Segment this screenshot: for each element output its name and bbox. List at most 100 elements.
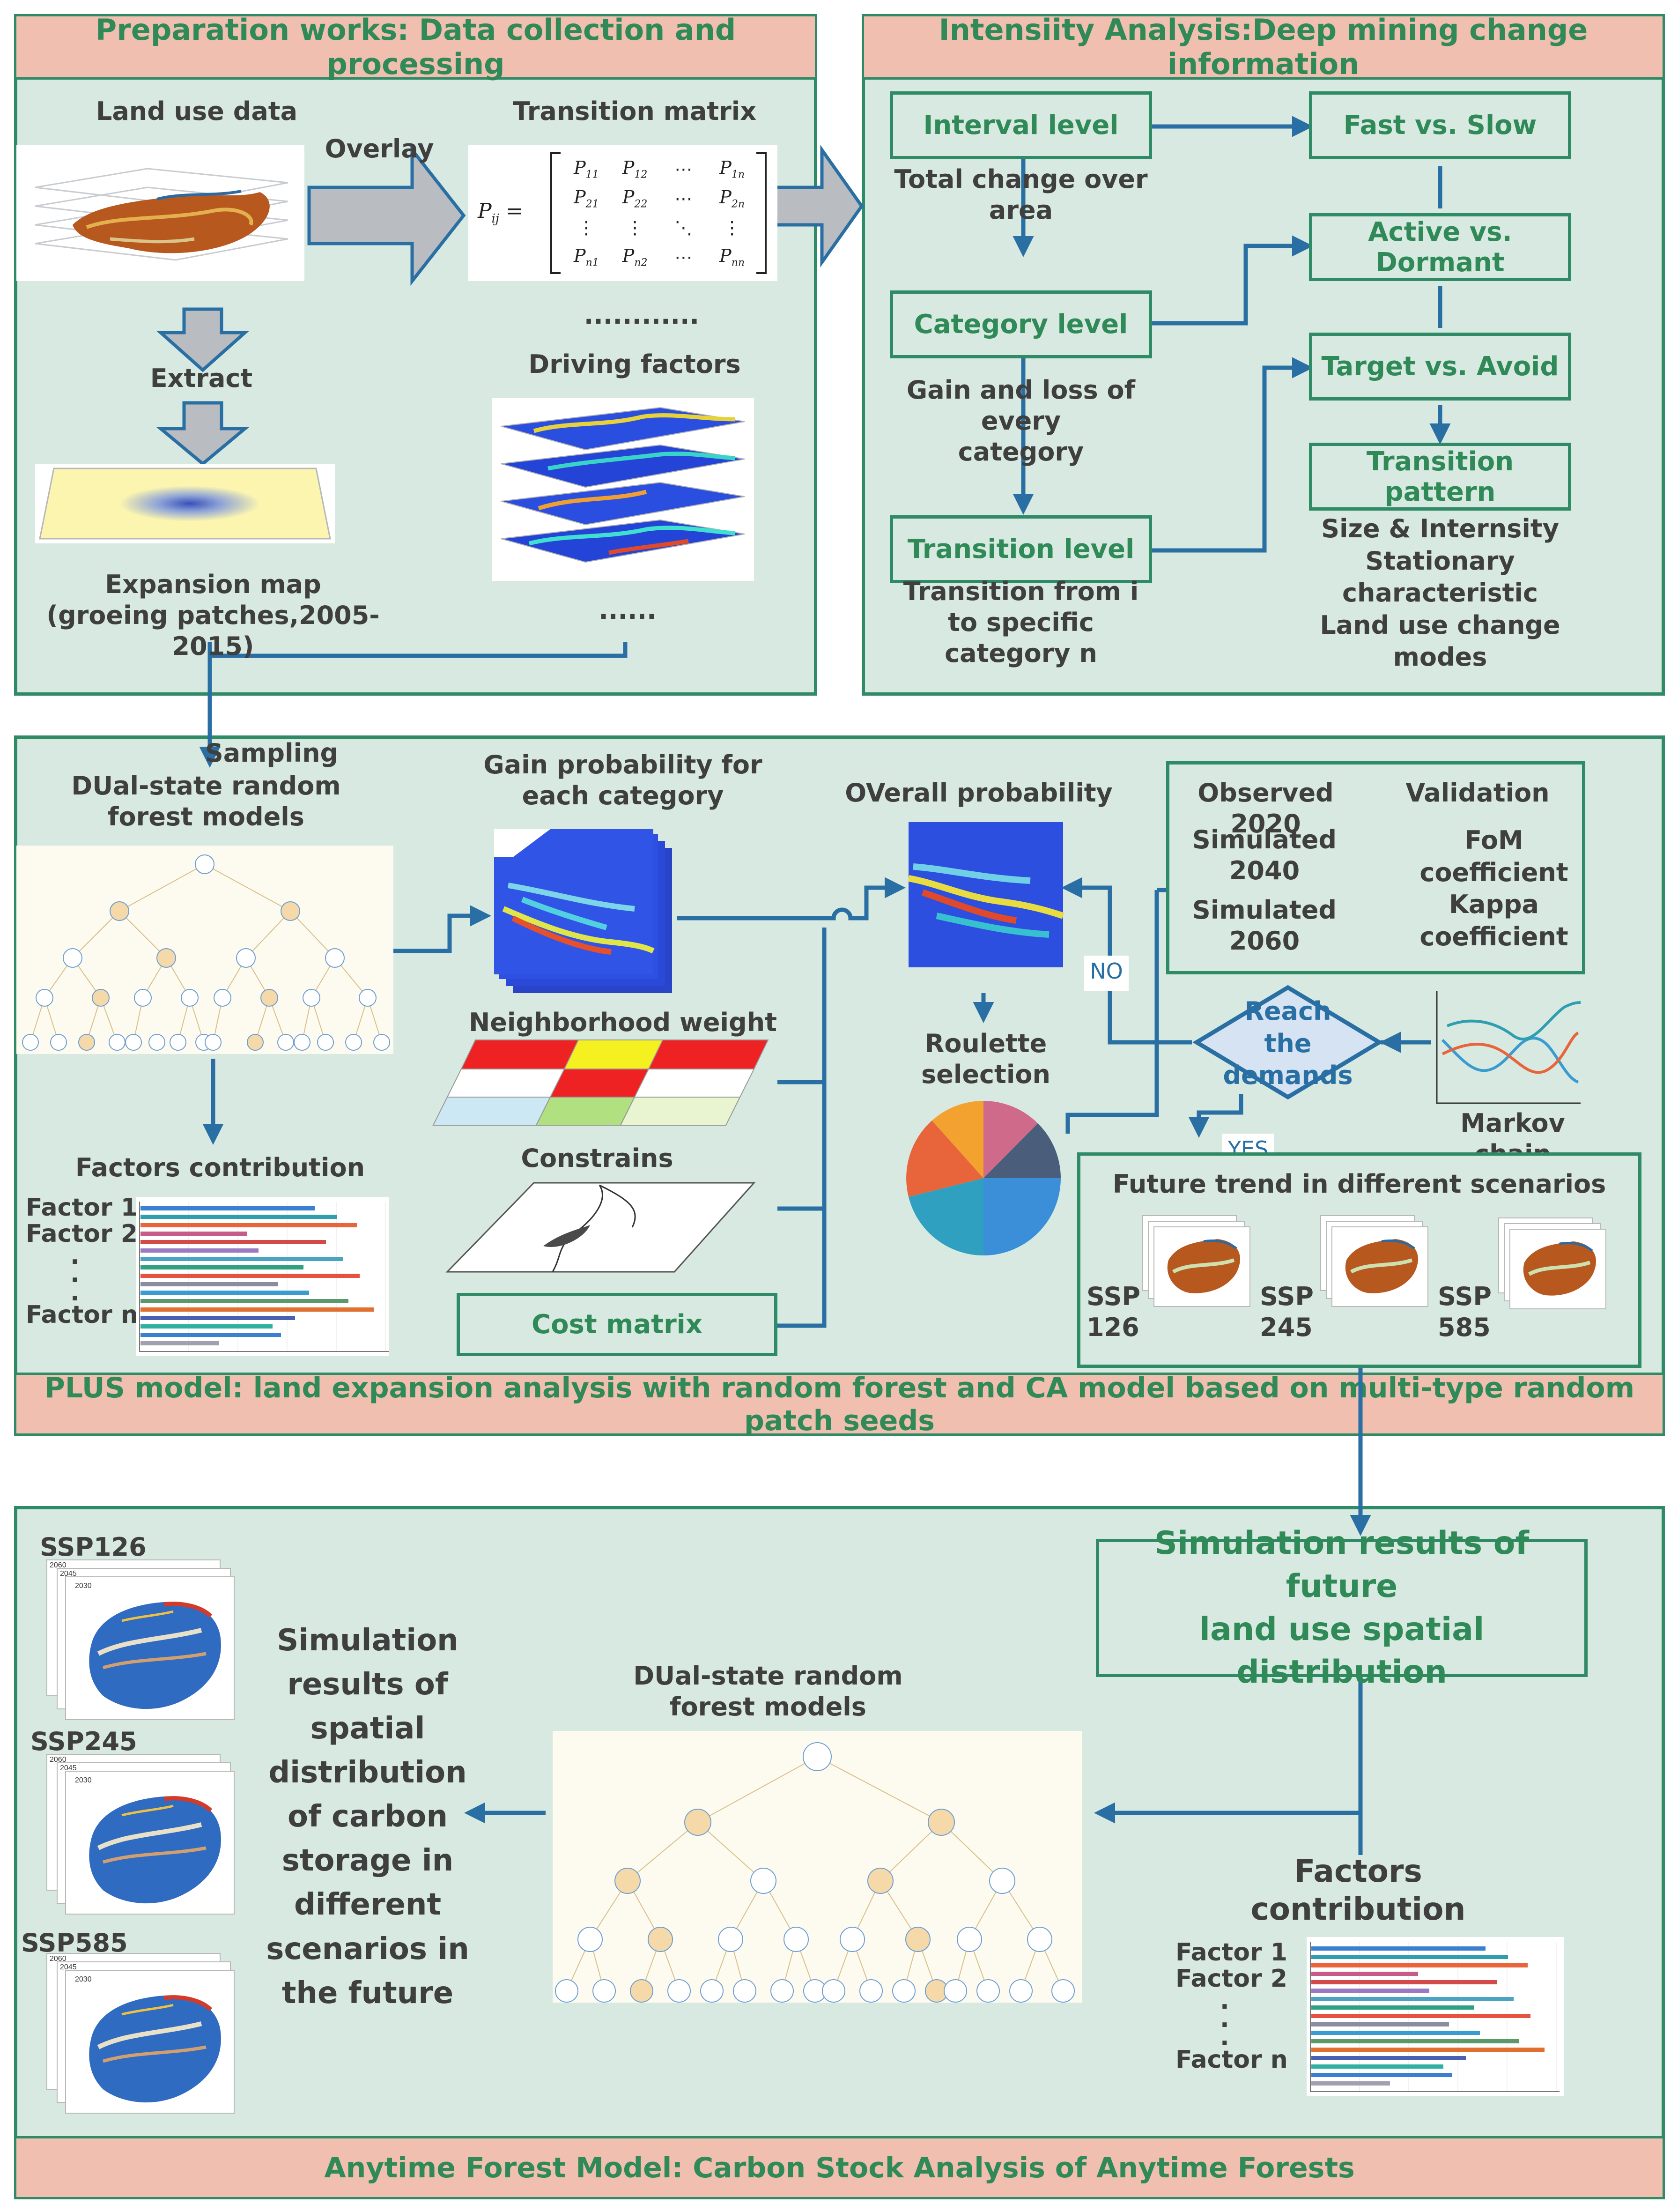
overall-probability-image [908,822,1064,967]
roulette-pie [904,1099,1063,1258]
factor-bar [1311,2031,1480,2035]
matrix-cell: Pn1 [574,245,599,269]
svg-text:2030: 2030 [75,1776,92,1784]
factors-bar-chart-mid [136,1197,389,1356]
factor-bar [140,1299,348,1303]
constrains-image [445,1180,763,1274]
factor-bar [140,1265,303,1269]
factor-bar [140,1215,337,1219]
simulation-results-land-box: Simulation results of future land use sp… [1096,1525,1588,1691]
factor-bar [1311,1997,1514,2001]
more-dots: ...... [599,595,657,625]
ssp585-map-label: SSP585 [21,1928,128,1958]
matrix-cell: ⋱ [674,217,693,238]
observed-2020-label: Observed 2020 [1198,778,1334,839]
factor-label: . [70,1278,80,1307]
factor-label: . [1220,1987,1229,2015]
svg-text:2030: 2030 [75,1975,92,1983]
factor-bar [1311,2056,1466,2060]
markov-chart [1433,988,1583,1106]
carbon-map-ssp126: 2060 2045 2030 [46,1559,237,1720]
factor-bar [140,1240,326,1244]
factor-bar [140,1257,343,1261]
category-level-desc: Gain and loss of every category [906,375,1136,467]
factor-bar [140,1333,281,1337]
driving-factors-label: Driving factors [528,349,741,379]
factor-label: Factor 1 [1175,1938,1287,1967]
expansion-map-image [35,464,335,543]
scenario-map-585 [1498,1217,1606,1312]
ssp245-label: SSP 245 [1260,1282,1314,1342]
matrix-cell: ⋯ [674,188,693,209]
factor-bar [1311,1980,1497,1984]
matrix-cell: P2n [719,186,745,210]
matrix-cell: ⋯ [674,159,693,180]
svg-text:2060: 2060 [50,1561,67,1569]
factor-bar [1311,1946,1486,1951]
factors-bar-chart-bottom [1307,1937,1564,2096]
validation-label: Validation [1405,778,1550,808]
matrix-dots: ............ [584,300,700,330]
scenario-map-245 [1320,1215,1428,1309]
factor-bar [140,1274,360,1278]
bar-axis [1310,1942,1560,2092]
factor-bar [140,1341,219,1345]
svg-text:2045: 2045 [60,1570,77,1578]
matrix-cell: Pnn [719,245,745,269]
expansion-map-label: Expansion map (groeing patches,2005-2015… [46,570,380,661]
interval-level-desc: Total change over area [894,164,1148,225]
svg-text:2060: 2060 [50,1756,67,1764]
matrix-cell: ⋮ [723,217,741,238]
gain-probability-label: Gain probability for each category [483,750,762,810]
transition-level-desc: Transition from i to specific category n [903,577,1139,668]
matrix-cell: P11 [574,157,599,181]
reach-demands-diamond [1192,984,1384,1101]
neighborhood-weight-grid [429,1035,775,1129]
overall-probability-label: OVerall probability [845,778,1113,808]
matrix-cell: ⋮ [626,217,644,238]
factor-bar [1311,2081,1390,2086]
factor-bar [140,1232,247,1236]
matrix-cell: ⋯ [674,246,693,267]
matrix-cell: ⋮ [577,217,595,238]
matrix-cell: P1n [719,157,745,181]
gain-probability-image [494,829,677,998]
factor-bar [140,1324,273,1329]
carbon-results-label: Simulation results of spatial distributi… [266,1623,469,2011]
factor-label: Factor n [26,1301,138,1329]
factor-label: Factor 2 [1175,1965,1287,1993]
validation-items: FoM coefficient Kappa coefficient [1419,825,1568,951]
matrix-bracket-left [550,152,561,274]
land-use-data-label: Land use data [96,96,298,126]
reach-demands-label: Reach the demands [1223,996,1353,1091]
fast-slow-box: Fast vs. Slow [1309,91,1571,159]
factor-bar [1311,1972,1418,1976]
anytime-title: Anytime Forest Model: Carbon Stock Analy… [14,2136,1665,2199]
transition-level-box: Transition level [890,515,1152,583]
constrains-label: Constrains [521,1143,673,1173]
factors-contribution-label-mid: Factors contribution [75,1153,365,1182]
roulette-label: Roulette selection [921,1029,1050,1089]
matrix-lhs: Pij = [478,199,523,226]
factor-label: . [1220,2005,1229,2034]
factor-bar [140,1223,357,1227]
factor-bar [1311,2064,1443,2069]
future-trend-label: Future trend in different scenarios [1112,1169,1606,1199]
factor-bar [1311,2039,1519,2043]
preparation-panel [14,14,817,696]
factor-bar [1311,2048,1545,2052]
sampling-label: Sampling [205,738,339,768]
overlay-label: Overlay [325,134,434,163]
factor-label: . [70,1242,80,1270]
factor-bar [1311,1963,1528,1967]
carbon-map-ssp245: 2060 2045 2030 [46,1754,237,1915]
ssp585-label: SSP 585 [1438,1282,1492,1342]
ssp126-map-label: SSP126 [40,1532,147,1562]
preparation-title: Preparation works: Data collection and p… [14,13,817,81]
factors-contribution-label-bottom: Factors contribution [1250,1853,1466,1927]
factor-bar [1311,2014,1530,2018]
